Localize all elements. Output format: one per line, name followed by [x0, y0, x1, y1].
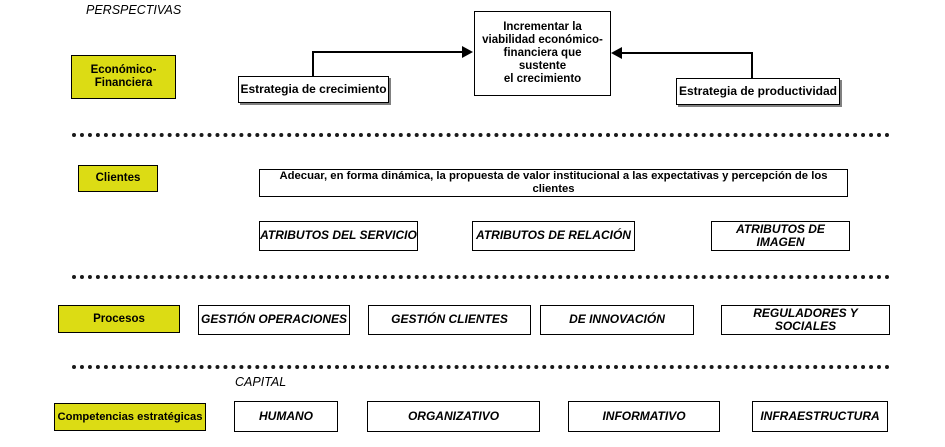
connector-right-horizontal: [622, 52, 753, 54]
perspective-chip-clientes[interactable]: Clientes: [78, 165, 158, 192]
box-propuesta-valor[interactable]: Adecuar, en forma dinámica, la propuesta…: [259, 169, 848, 197]
capital-caption: CAPITAL: [235, 375, 287, 389]
box-capital-organizativo[interactable]: ORGANIZATIVO: [367, 401, 540, 432]
box-capital-informativo[interactable]: INFORMATIVO: [568, 401, 720, 432]
perspective-chip-competencias-estrategicas[interactable]: Competencias estratégicas: [54, 403, 206, 431]
perspectives-caption: PERSPECTIVAS: [86, 3, 182, 17]
box-capital-infraestructura[interactable]: INFRAESTRUCTURA: [752, 401, 888, 432]
chip-label-line-2: Financiera: [94, 77, 153, 89]
box-de-innovacion[interactable]: DE INNOVACIÓN: [540, 305, 694, 335]
connector-right-vertical: [751, 52, 753, 79]
box-objetivo-financiero[interactable]: Incrementar la viabilidad económico- fin…: [474, 11, 611, 96]
box-reguladores-sociales[interactable]: REGULADORES Y SOCIALES: [721, 305, 890, 335]
connector-left-vertical: [312, 51, 314, 77]
box-gestion-clientes[interactable]: GESTIÓN CLIENTES: [368, 305, 531, 335]
box-atributos-imagen[interactable]: ATRIBUTOS DE IMAGEN: [711, 221, 850, 251]
divider-procesos-competencias: [72, 365, 890, 369]
arrow-left-icon: [611, 47, 622, 59]
box-estrategia-crecimiento[interactable]: Estrategia de crecimiento: [238, 76, 389, 103]
box-gestion-operaciones[interactable]: GESTIÓN OPERACIONES: [198, 305, 350, 335]
objetivo-line-2: viabilidad económico-: [482, 34, 603, 47]
perspective-chip-economico-financiera[interactable]: Económico- Financiera: [71, 55, 176, 99]
chip-label-line-1: Económico-: [90, 64, 157, 77]
objetivo-line-1: Incrementar la: [503, 21, 582, 34]
divider-clientes-procesos: [72, 275, 890, 279]
arrow-right-icon: [462, 46, 473, 58]
divider-financiera-clientes: [72, 133, 890, 137]
connector-left-horizontal: [312, 51, 464, 53]
box-atributos-servicio[interactable]: ATRIBUTOS DEL SERVICIO: [259, 221, 418, 251]
objetivo-line-4: el crecimiento: [503, 72, 582, 85]
box-capital-humano[interactable]: HUMANO: [234, 401, 338, 432]
perspective-chip-procesos[interactable]: Procesos: [58, 305, 180, 333]
objetivo-line-3: financiera que sustente: [503, 47, 582, 72]
box-atributos-relacion[interactable]: ATRIBUTOS DE RELACIÓN: [472, 221, 635, 251]
box-estrategia-productividad[interactable]: Estrategia de productividad: [676, 78, 840, 105]
